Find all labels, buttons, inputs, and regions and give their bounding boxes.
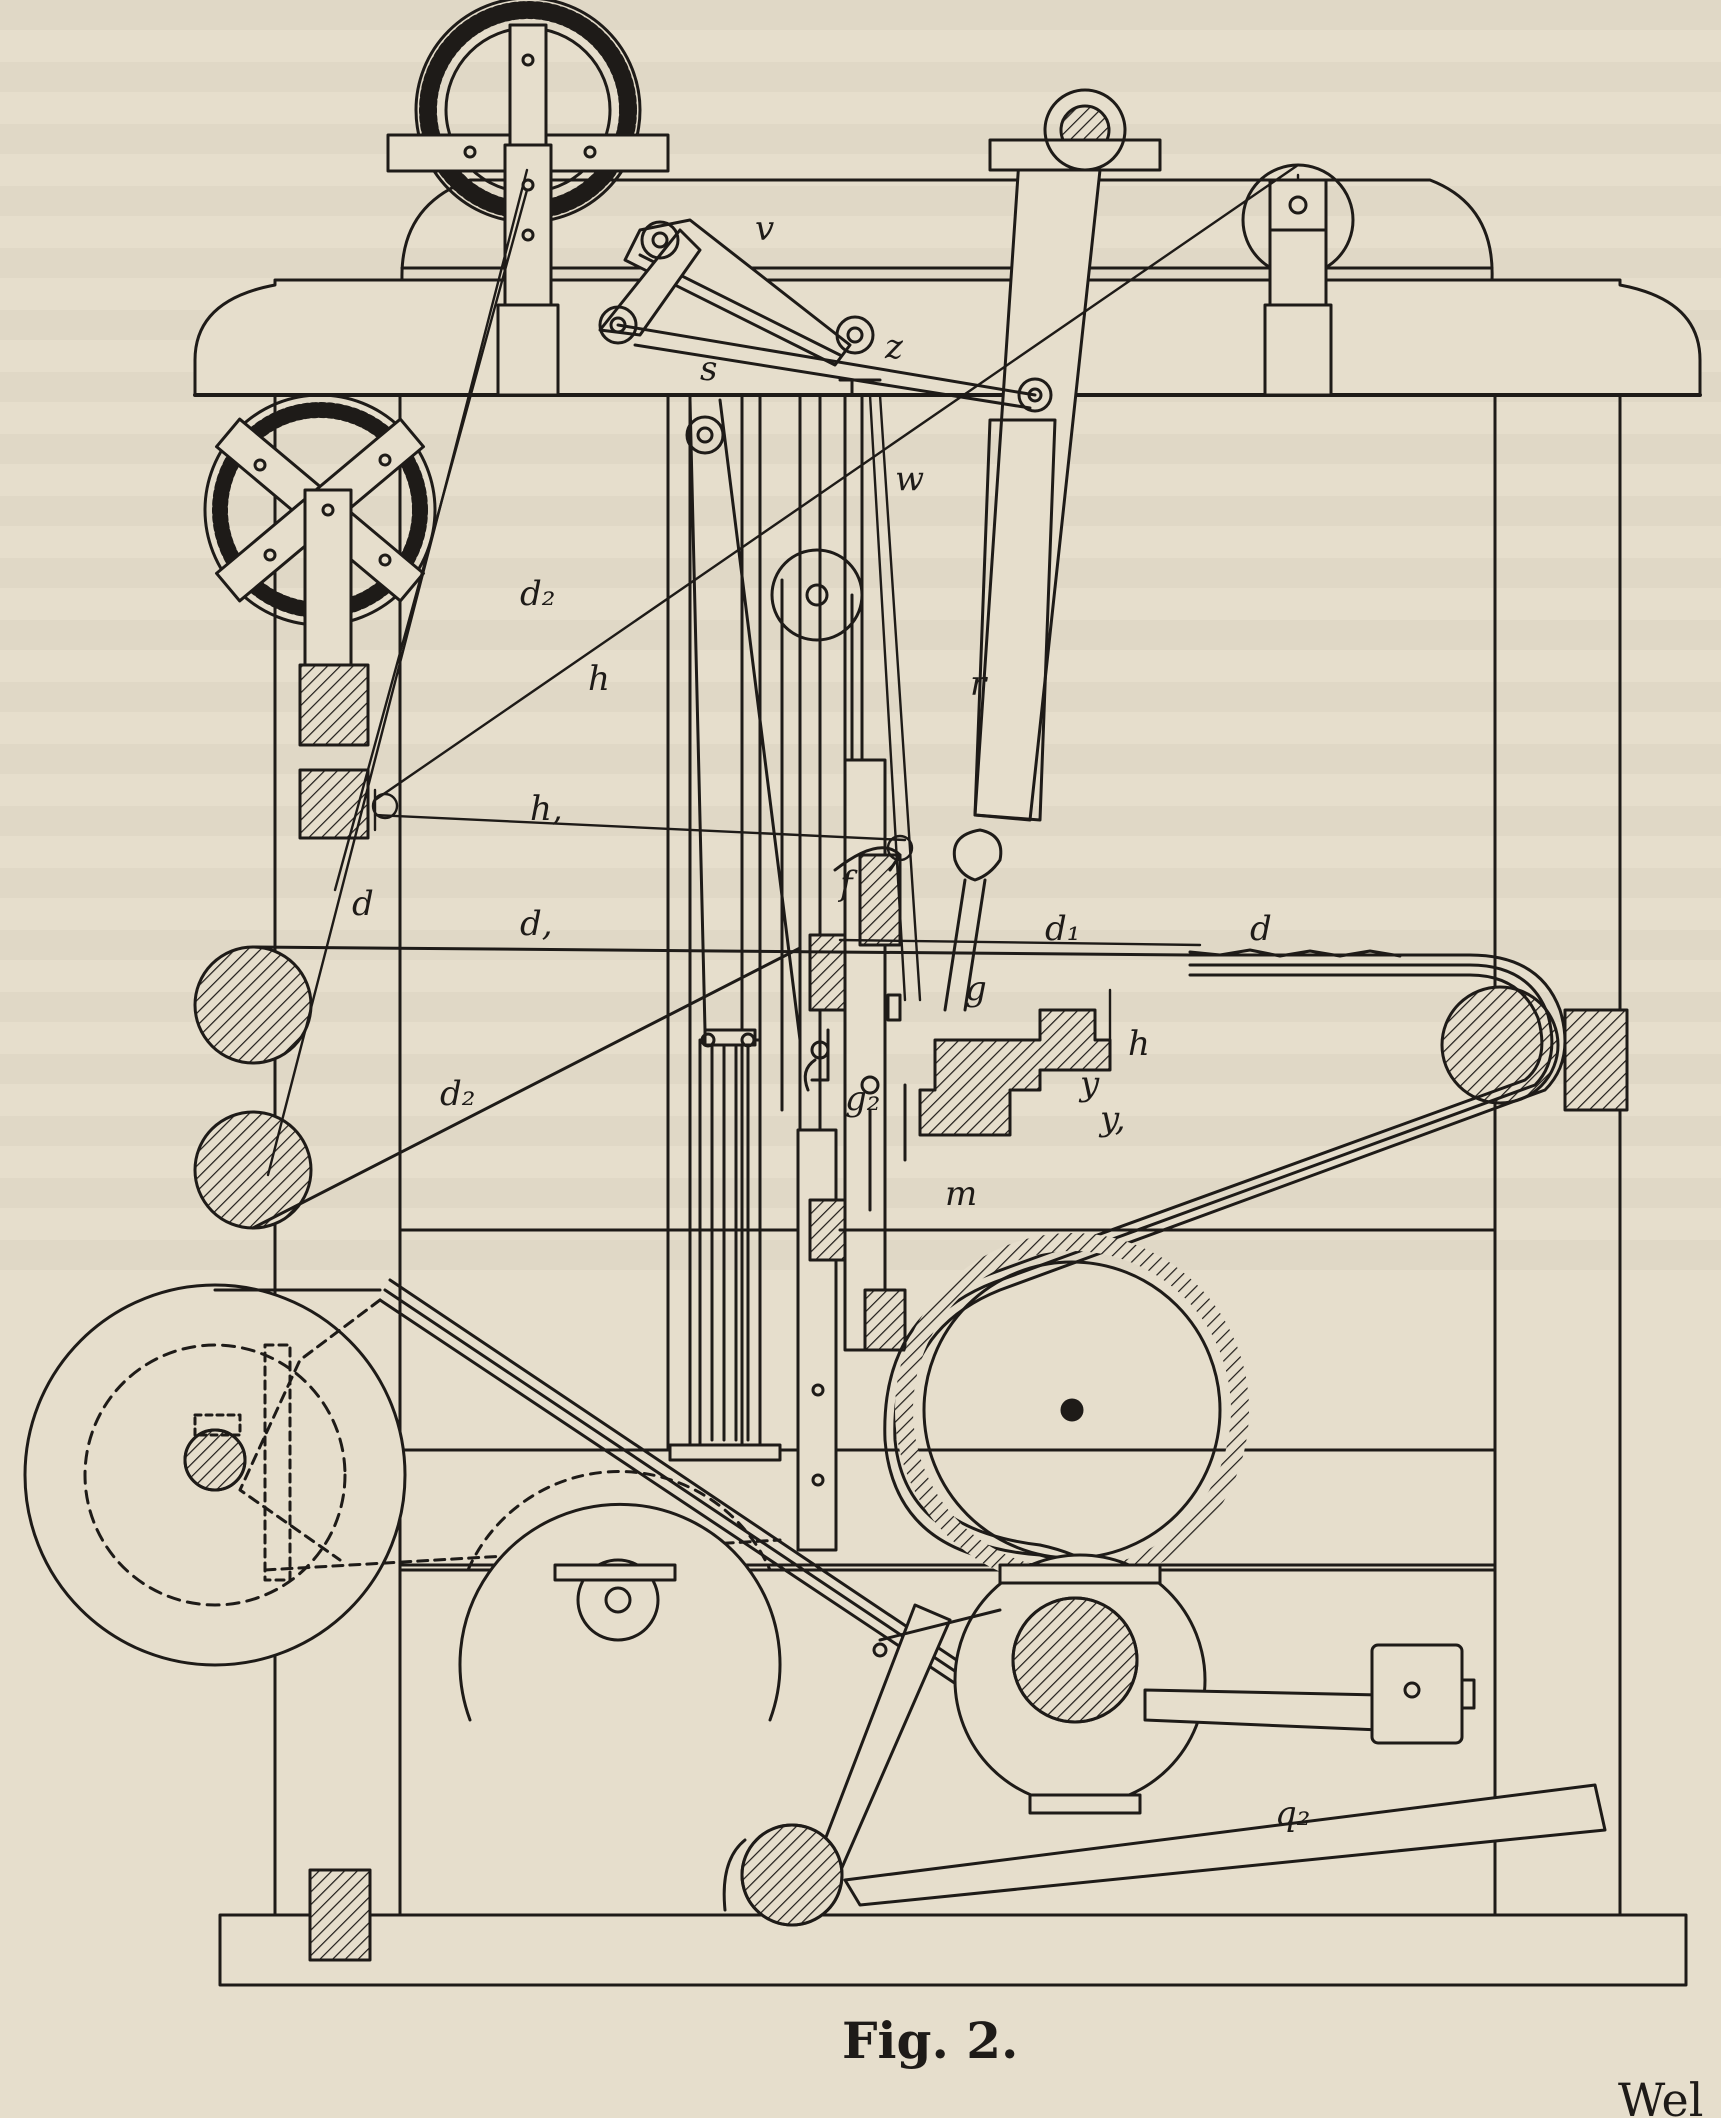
- treadle-lever: [722, 1603, 1607, 1927]
- label-q2: q₂: [1275, 1794, 1310, 1834]
- label-g: g: [965, 969, 987, 1009]
- label-w: w: [895, 459, 924, 499]
- figure-caption: Fig. 2.: [842, 2011, 1018, 2070]
- warp-rollers: [193, 945, 1629, 1962]
- diagram-labels: v z s w r d₂ h h, d d, d₁ d f g h y y, d…: [352, 209, 1310, 1834]
- cords: [266, 163, 1300, 1177]
- label-h-right: h: [1128, 1024, 1150, 1064]
- label-s: s: [700, 349, 717, 389]
- label-r: r: [970, 664, 988, 704]
- label-d-center: d,: [520, 904, 553, 944]
- label-d2-lower: d₂: [440, 1074, 475, 1114]
- heddle-frame: [803, 758, 917, 1352]
- label-g2: g₂: [845, 1079, 880, 1119]
- top-cornice: [193, 178, 1702, 397]
- label-m: m: [945, 1174, 977, 1214]
- linkage-v: [598, 218, 1053, 413]
- label-d-left: d: [352, 884, 374, 924]
- label-d-right: d: [1250, 909, 1272, 949]
- stepped-block: [903, 1008, 1112, 1162]
- label-d1: d₁: [1045, 909, 1080, 949]
- label-d2-upper: d₂: [520, 574, 555, 614]
- label-h-diagonal: h: [588, 659, 610, 699]
- label-h-horizontal: h,: [530, 789, 563, 829]
- vertical-rods: [666, 378, 882, 1552]
- label-y: y: [1078, 1064, 1100, 1104]
- label-y1: y,: [1098, 1099, 1126, 1139]
- label-v: v: [755, 209, 774, 249]
- lower-wheels: [23, 1283, 1476, 1815]
- label-z: z: [884, 327, 904, 367]
- machine-frame: [218, 393, 1688, 1987]
- lever-r: [943, 88, 1162, 1012]
- corner-text: Wel: [1618, 2073, 1703, 2118]
- top-reel: [386, 0, 670, 397]
